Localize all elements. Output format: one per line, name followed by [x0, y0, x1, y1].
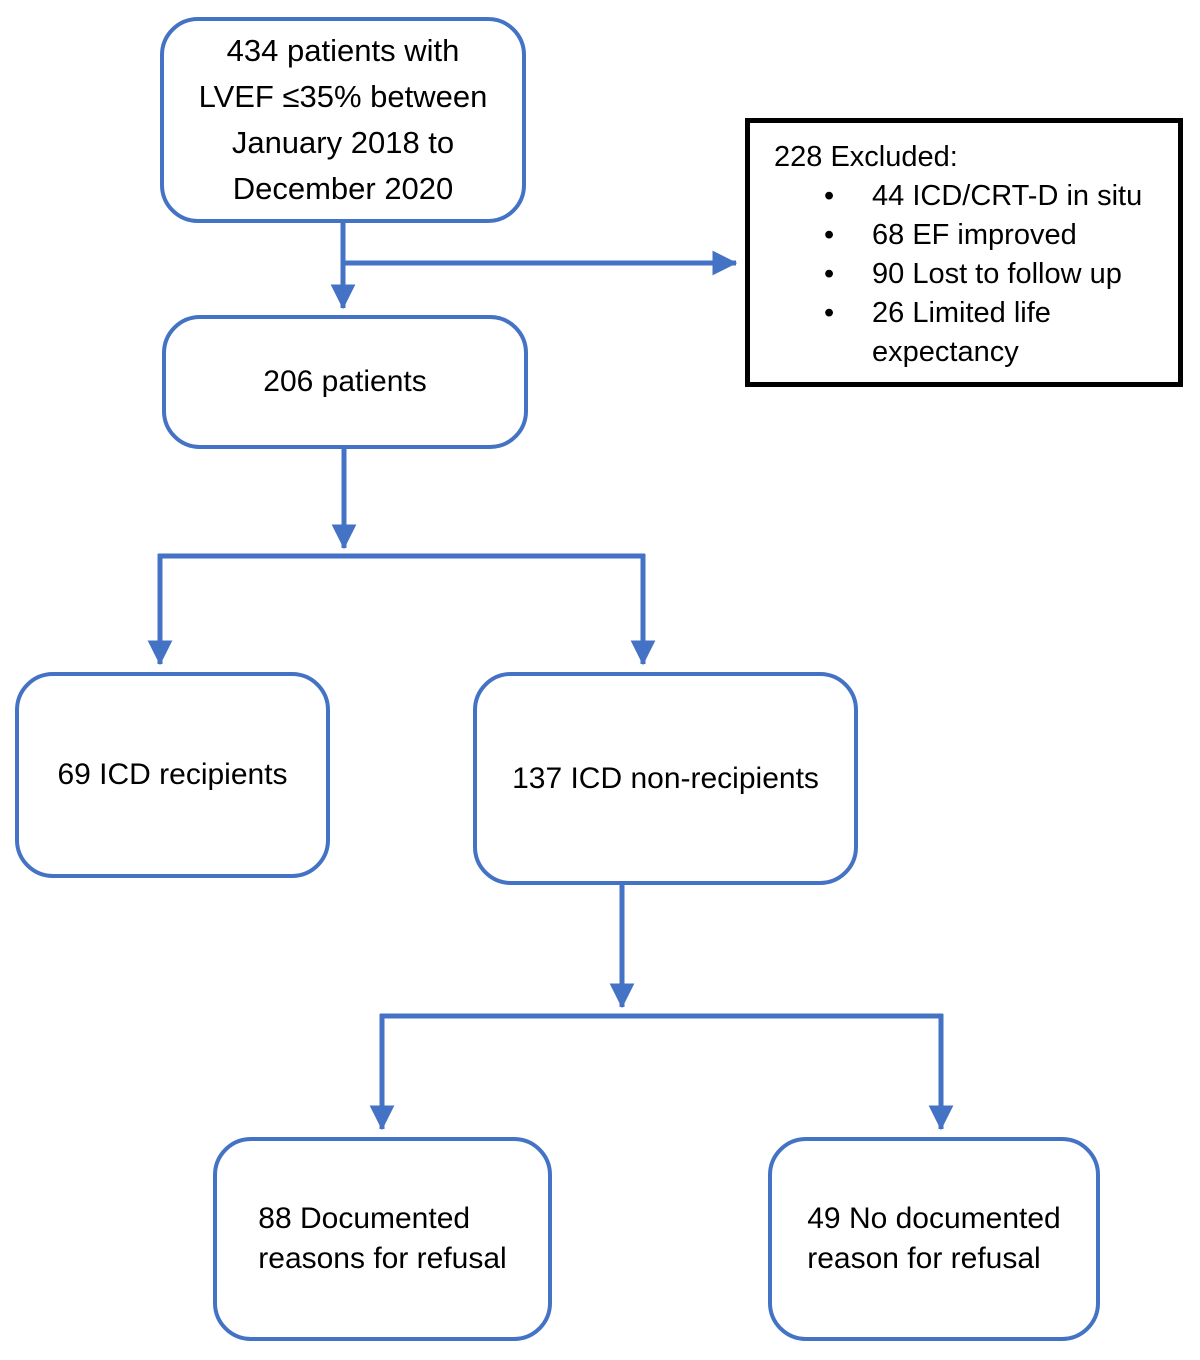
- excluded-item-text: 44 ICD/CRT-D in situ: [872, 180, 1143, 212]
- initial-patients-text: 434 patients with LVEF ≤35% between Janu…: [198, 33, 488, 206]
- box-icd-non-recipients: 137 ICD non-recipients: [473, 672, 858, 885]
- bullet-icon: •: [824, 219, 835, 251]
- bullet-icon: •: [824, 297, 835, 329]
- excluded-item-text: 68 EF improved: [872, 219, 1077, 251]
- box-documented-refusal: 88 Documented reasons for refusal: [213, 1137, 552, 1341]
- no-documented-refusal-text: 49 No documented reason for refusal: [807, 1202, 1061, 1275]
- box-icd-recipients: 69 ICD recipients: [15, 672, 330, 878]
- documented-refusal-text: 88 Documented reasons for refusal: [258, 1202, 507, 1275]
- excluded-item: • 44 ICD/CRT-D in situ: [824, 177, 1158, 216]
- excluded-item-text: 90 Lost to follow up: [872, 258, 1122, 290]
- icd-non-recipients-text: 137 ICD non-recipients: [512, 761, 819, 795]
- bullet-icon: •: [824, 258, 835, 290]
- box-initial-patients: 434 patients with LVEF ≤35% between Janu…: [160, 17, 526, 223]
- cohort-text: 206 patients: [263, 365, 427, 398]
- box-cohort: 206 patients: [162, 315, 528, 449]
- box-no-documented-refusal: 49 No documented reason for refusal: [768, 1137, 1100, 1341]
- excluded-title: 228 Excluded:: [774, 141, 958, 173]
- excluded-item: • 26 Limited life expectancy: [824, 294, 1158, 372]
- icd-recipients-text: 69 ICD recipients: [57, 758, 288, 791]
- excluded-item-text: 26 Limited life expectancy: [872, 297, 1051, 368]
- box-excluded: 228 Excluded: • 44 ICD/CRT-D in situ • 6…: [745, 118, 1183, 387]
- excluded-list: • 44 ICD/CRT-D in situ • 68 EF improved …: [774, 177, 1158, 372]
- bullet-icon: •: [824, 180, 835, 212]
- excluded-item: • 90 Lost to follow up: [824, 255, 1158, 294]
- excluded-item: • 68 EF improved: [824, 216, 1158, 255]
